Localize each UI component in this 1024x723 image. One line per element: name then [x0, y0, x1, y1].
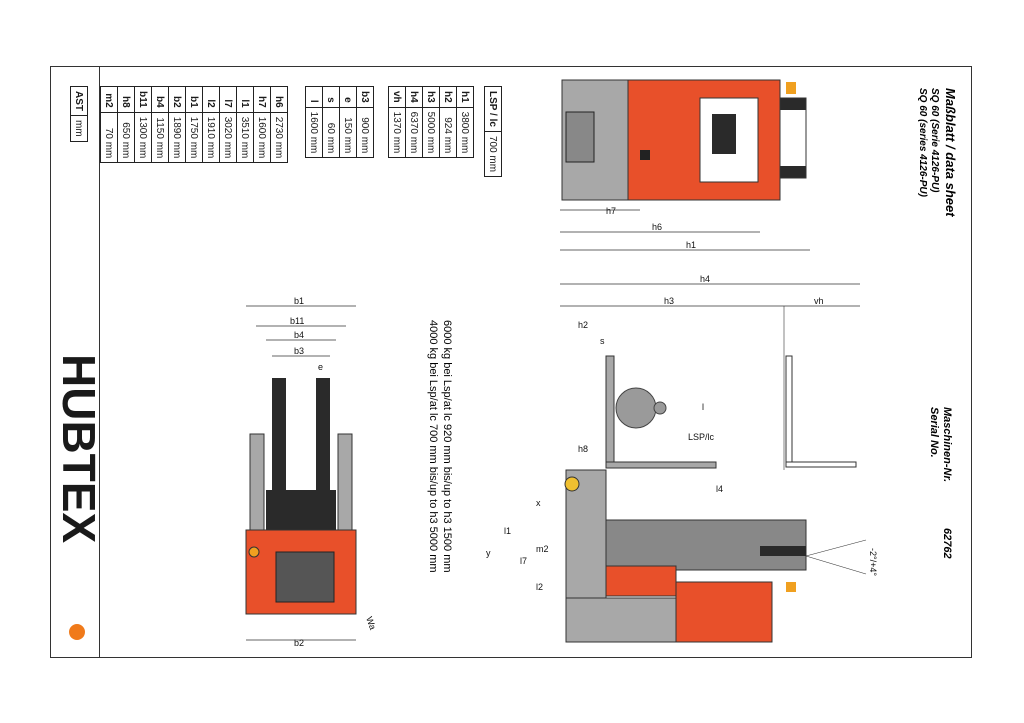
dim-wa: Wa [364, 615, 378, 631]
title-line1: Maßblatt / data sheet [943, 88, 958, 217]
front-fork-left [272, 378, 286, 496]
front-lamp [248, 546, 260, 558]
side-body-rear [675, 581, 773, 643]
dim-l: l [702, 402, 704, 412]
logo-strip [50, 66, 100, 658]
side-body-front [605, 565, 677, 597]
dim-h7: h7 [606, 206, 616, 216]
dim-x: x [536, 498, 541, 508]
dim-l2: l2 [536, 582, 543, 592]
dim-h8: h8 [578, 444, 588, 454]
hubtex-logo-mark: HUBTEX [53, 354, 105, 640]
dim-e: e [318, 362, 323, 372]
dim-b2: b2 [294, 638, 304, 648]
side-carriage [605, 519, 807, 571]
front-view: b1 b11 b4 b3 e b2 Wa [245, 296, 378, 648]
dim-h4: h4 [700, 274, 710, 284]
front-carriage [266, 490, 336, 530]
dim-l1: l1 [504, 526, 511, 536]
capacity-line1: 6000 kg bei Lsp/at lc 920 mm bis/up to h… [441, 320, 453, 573]
front-fork-right [316, 378, 330, 496]
dim-y: y [486, 548, 491, 558]
tilt-line-up [805, 539, 867, 557]
tilt-line-down [805, 555, 867, 575]
side-lamp [786, 582, 796, 592]
dim-tilt: -2°/+4° [868, 548, 878, 576]
capacity-text: 6000 kg bei Lsp/at lc 920 mm bis/up to h… [427, 320, 453, 573]
raised-fork [785, 355, 793, 467]
front-cabin [275, 551, 335, 603]
side-view: h4 h3 vh h2 s l LSP/lc l4 h8 x l1 y m2 l… [486, 274, 878, 643]
dim-b1: b1 [294, 296, 304, 306]
top-view-seat [712, 114, 736, 154]
dim-h6: h6 [652, 222, 662, 232]
load-centre [615, 387, 657, 429]
dim-b4: b4 [294, 330, 304, 340]
dim-h3: h3 [664, 296, 674, 306]
hubtex-logo: HUBTEX [53, 354, 105, 644]
logo-dot [69, 624, 85, 640]
title-block: Maßblatt / data sheet SQ 60 (Serie 4126-… [917, 88, 958, 217]
dim-m2: m2 [536, 544, 549, 554]
title-line2: SQ 60 (Serie 4126-PU) [929, 88, 940, 193]
dim-b3: b3 [294, 346, 304, 356]
side-base [565, 597, 677, 643]
serial-block: Maschinen-Nr. Serial No. [928, 407, 953, 482]
side-beacon [564, 476, 580, 492]
fork-tine [605, 461, 717, 469]
capacity-line2: 4000 kg bei Lsp/at lc 700 mm bis/up to h… [427, 320, 439, 573]
dim-h2: h2 [578, 320, 588, 330]
serial-number: 62762 [941, 528, 953, 559]
serial-label1: Maschinen-Nr. [941, 407, 953, 482]
side-fork-arm [760, 546, 806, 556]
raised-fork-tine [785, 461, 857, 468]
fork-upright [605, 355, 615, 469]
serial-label2: Serial No. [928, 407, 940, 458]
top-view-lamp [786, 82, 796, 94]
dim-l4: l4 [716, 484, 723, 494]
top-view-mast [779, 97, 807, 179]
dim-lsp: LSP/lc [688, 432, 715, 442]
load-centre-pin [653, 401, 667, 415]
front-mast-left [249, 433, 265, 531]
top-view-panel [640, 150, 650, 160]
serial-value: 62762 [941, 528, 953, 559]
top-view-fork-2 [780, 166, 806, 178]
front-mast-right [337, 433, 353, 531]
dim-h1: h1 [686, 240, 696, 250]
brand-text: HUBTEX [55, 354, 99, 543]
sheet-frame [50, 66, 972, 658]
top-view: h7 h6 h1 [560, 79, 810, 251]
dim-b11: b11 [290, 316, 304, 326]
dim-l7: l7 [520, 556, 527, 566]
title-line3: SQ 60 (series 4126-PU) [917, 88, 928, 198]
top-view-fork-1 [780, 98, 806, 110]
dim-vh: vh [814, 296, 824, 306]
top-view-battery [565, 111, 595, 163]
dim-s: s [600, 336, 605, 346]
